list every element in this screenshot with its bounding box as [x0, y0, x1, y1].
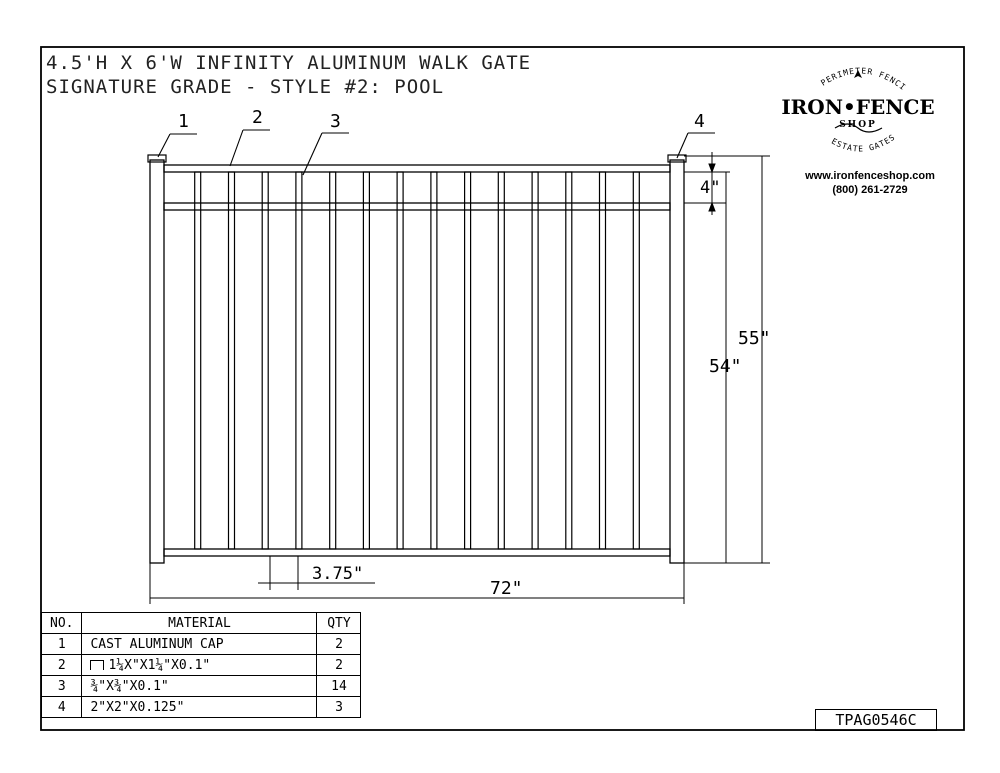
row-qty: 3 [316, 696, 362, 718]
picket [194, 171, 202, 550]
dim-picket-spacing-label: 3.75" [312, 564, 363, 584]
picket [464, 171, 472, 550]
dim-widths [149, 556, 685, 604]
logo-arc-bottom: ESTATE GATES [830, 132, 896, 153]
callout-leaders [157, 129, 715, 176]
picket [430, 171, 438, 550]
picket [227, 171, 236, 550]
top-rail [163, 164, 671, 173]
picket [565, 171, 573, 550]
table-row: 1 CAST ALUMINUM CAP 2 [40, 633, 362, 655]
drawing-number: TPAG0546C [815, 709, 937, 731]
picket [362, 171, 370, 550]
iron-fence-logo: PERIMETER FENCING ESTATE GATES IRON•FENC… [0, 0, 935, 154]
picket [632, 171, 640, 550]
dim-overall-width-label: 72" [490, 578, 523, 599]
picket [329, 171, 337, 550]
material-table: NO. MATERIAL QTY 1 CAST ALUMINUM CAP 2 2… [40, 612, 362, 718]
table-row: 2 1¼X"X1¼"X0.1" 2 [40, 654, 362, 676]
pickets-group [194, 171, 640, 550]
title-line-2: SIGNATURE GRADE - STYLE #2: POOL [46, 76, 445, 98]
callout-1: 1 [178, 111, 189, 132]
post-cap-left [147, 154, 167, 163]
dim-overall-height-label: 55" [738, 328, 771, 349]
logo-name: IRON•FENCE [781, 95, 934, 119]
table-row: 4 2"X2"X0.125" 3 [40, 696, 362, 718]
mid-rail [163, 202, 671, 211]
title-line-1: 4.5'H X 6'W INFINITY ALUMINUM WALK GATE [46, 52, 532, 74]
row-material: 2"X2"X0.125" [81, 696, 318, 718]
brand-url: www.ironfenceshop.com [805, 170, 935, 182]
dim-inner-height-label: 54" [709, 356, 742, 377]
table-header-row: NO. MATERIAL QTY [40, 612, 362, 634]
svg-text:ESTATE GATES: ESTATE GATES [830, 132, 897, 153]
dim-top-gap-label: 4" [700, 178, 720, 198]
header-qty: QTY [316, 612, 362, 634]
callout-4: 4 [694, 111, 705, 132]
row-no: 3 [40, 675, 83, 697]
logo-sub: SHOP [839, 120, 877, 130]
picket [295, 171, 303, 550]
header-no: NO. [40, 612, 83, 634]
post-cap-right [667, 154, 687, 163]
row-qty: 14 [316, 675, 362, 697]
picket [531, 171, 539, 550]
row-qty: 2 [316, 654, 362, 676]
picket [396, 171, 404, 550]
sheet-border [40, 46, 965, 731]
picket [598, 171, 607, 550]
callout-3: 3 [330, 111, 341, 132]
post-right [669, 159, 685, 564]
logo-flourish [834, 123, 883, 133]
row-no: 2 [40, 654, 83, 676]
logo-finial-icon [854, 70, 862, 78]
post-left [149, 159, 165, 564]
row-no: 4 [40, 696, 83, 718]
row-qty: 2 [316, 633, 362, 655]
header-material: MATERIAL [81, 612, 318, 634]
dim-heights [684, 155, 770, 564]
row-no: 1 [40, 633, 83, 655]
picket [261, 171, 269, 550]
row-material: 1¼X"X1¼"X0.1" [81, 654, 318, 676]
brand-phone: (800) 261-2729 [832, 184, 908, 196]
callout-2: 2 [252, 107, 263, 128]
bottom-rail [163, 548, 671, 557]
row-material-text: 1¼X"X1¼"X0.1" [108, 657, 211, 673]
table-row: 3 ¾"X¾"X0.1" 14 [40, 675, 362, 697]
picket [497, 171, 505, 550]
row-material: CAST ALUMINUM CAP [81, 633, 318, 655]
channel-icon [90, 660, 105, 670]
row-material: ¾"X¾"X0.1" [81, 675, 318, 697]
